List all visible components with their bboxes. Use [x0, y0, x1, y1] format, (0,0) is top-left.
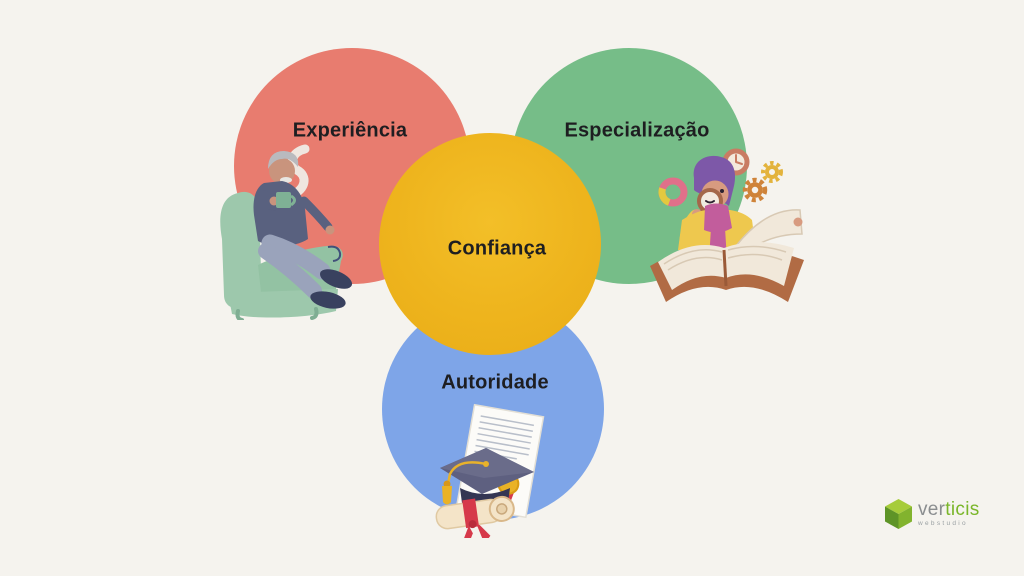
- label-especializacao: Especialização: [564, 119, 710, 142]
- label-experiencia: Experiência: [292, 119, 408, 142]
- logo-ver: ver: [918, 499, 946, 521]
- person-reading-book-illustration: [650, 148, 804, 302]
- verticis-logo: verticis webstudio: [884, 494, 1014, 534]
- gear-icon: [742, 161, 783, 203]
- logo-cube-icon: [885, 499, 912, 529]
- graduation-diploma-illustration: [435, 403, 545, 538]
- circle-confianca: [379, 133, 601, 355]
- logo-subtitle: webstudio: [918, 520, 968, 528]
- label-autoridade: Autoridade: [441, 371, 549, 394]
- logo-ticis: ticis: [945, 499, 980, 521]
- elderly-man-armchair-illustration: [220, 144, 353, 320]
- logo-wordmark: verticis: [918, 500, 980, 519]
- label-confianca: Confiança: [447, 237, 547, 260]
